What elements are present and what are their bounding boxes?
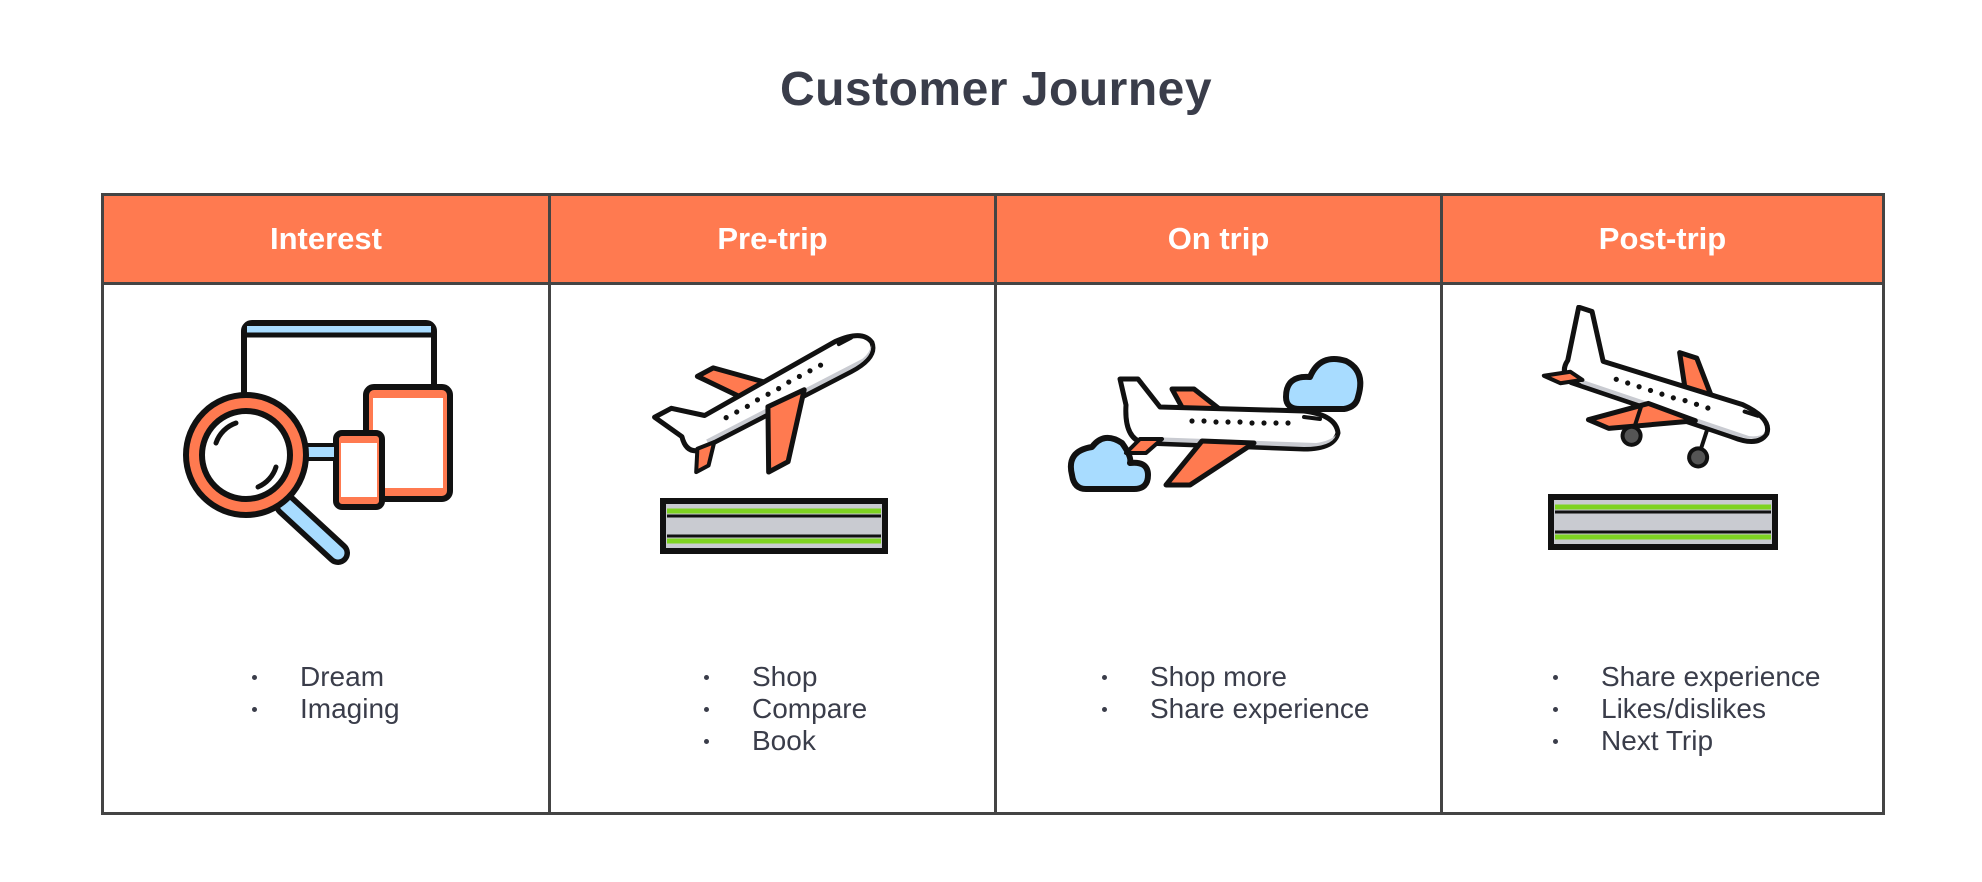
airplane-takeoff-icon	[551, 285, 994, 585]
list-item: Next Trip	[1553, 725, 1820, 757]
bullet-list: Dream Imaging	[252, 661, 400, 725]
stage-on-trip: On trip	[997, 196, 1443, 812]
bullet-list: Shop more Share experience	[1102, 661, 1369, 725]
journey-table: Interest	[101, 193, 1885, 815]
list-item: Share experience	[1553, 661, 1820, 693]
list-item: Shop more	[1102, 661, 1369, 693]
stage-header: Pre-trip	[551, 196, 994, 285]
list-item: Book	[704, 725, 867, 757]
stage-label: Pre-trip	[717, 221, 828, 256]
stage-interest: Interest	[104, 196, 551, 812]
bullet-list: Shop Compare Book	[704, 661, 867, 757]
airplane-flying-icon	[997, 285, 1440, 585]
list-item: Share experience	[1102, 693, 1369, 725]
stage-header: Interest	[104, 196, 548, 285]
airplane-landing-icon	[1443, 285, 1882, 585]
stage-header: Post-trip	[1443, 196, 1882, 285]
stage-pre-trip: Pre-trip	[551, 196, 997, 812]
stage-label: Post-trip	[1598, 221, 1727, 256]
devices-magnifier-icon	[104, 285, 548, 585]
stage-label: Interest	[270, 221, 382, 256]
list-item: Likes/dislikes	[1553, 693, 1820, 725]
page-title: Customer Journey	[779, 63, 1213, 116]
bullet-list: Share experience Likes/dislikes Next Tri…	[1553, 661, 1820, 757]
list-item: Shop	[704, 661, 867, 693]
stage-post-trip: Post-trip	[1443, 196, 1882, 812]
list-item: Dream	[252, 661, 400, 693]
list-item: Compare	[704, 693, 867, 725]
stage-header: On trip	[997, 196, 1440, 285]
list-item: Imaging	[252, 693, 400, 725]
stage-label: On trip	[1167, 221, 1270, 256]
